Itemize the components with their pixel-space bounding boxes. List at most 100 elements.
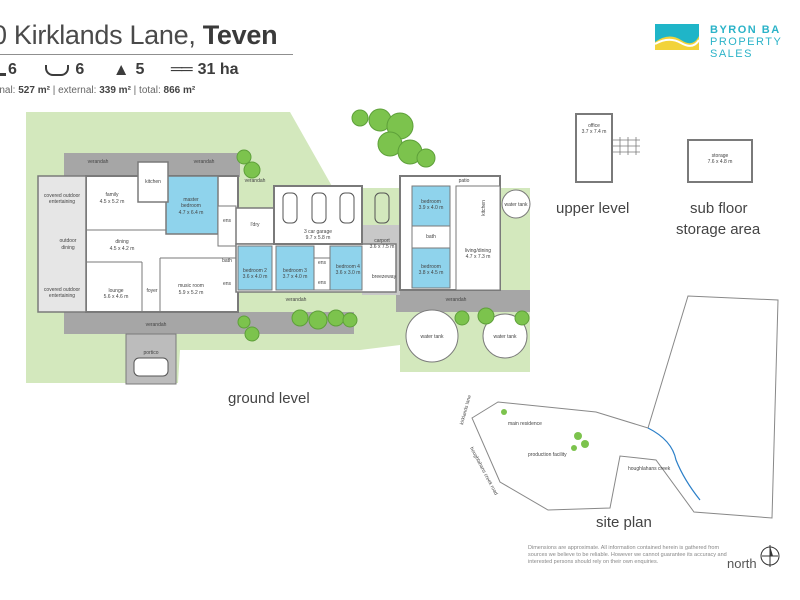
label-office: office — [588, 123, 600, 129]
bedroom-4 — [329, 245, 363, 291]
land-size: 31 ha — [197, 61, 239, 78]
label-ens-bed4: ens — [318, 280, 327, 286]
label-bed3: bedroom 3 — [283, 268, 307, 274]
bed-icon — [0, 65, 6, 76]
label-portico: portico — [143, 350, 158, 356]
label-garage: 3 car garage — [304, 229, 332, 235]
water-tank-1 — [501, 189, 531, 219]
storage-plan — [687, 139, 753, 183]
label-master2: bedroom — [181, 203, 201, 209]
creek-line — [647, 427, 701, 501]
storage-area-label: storage area — [676, 221, 761, 238]
label-ens-master: ens — [223, 218, 232, 224]
bath-icon — [45, 64, 70, 76]
disclaimer-text: Dimensions are approximate. All informat… — [528, 545, 727, 565]
label-outdoor-a: outdoor — [60, 238, 77, 244]
label-covered-1a: covered outdoor — [44, 193, 80, 199]
label-ens-bed3: ens — [318, 260, 327, 266]
living-dining — [455, 185, 501, 291]
label-dining-size: 4.5 x 4.2 m — [110, 246, 135, 252]
bedroom-3 — [275, 245, 315, 291]
label-bed5-size: 3.9 x 4.0 m — [419, 205, 444, 211]
label-master-size: 4.7 x 6.4 m — [179, 210, 204, 216]
label-road-1: kirklands lane — [459, 394, 473, 425]
car-icon: ▲ — [112, 60, 130, 79]
ensuite-master — [217, 205, 237, 247]
label-storage: storage — [712, 153, 729, 159]
water-tank-3 — [482, 313, 528, 359]
property-stats: 6 6 ▲ 5 ══31 ha — [0, 60, 239, 80]
label-bed5: bedroom — [421, 199, 441, 205]
label-music-size: 5.9 x 5.2 m — [179, 290, 204, 296]
site-trees — [501, 409, 589, 451]
water-tank-2 — [405, 309, 459, 363]
label-verandah-top2: verandah — [194, 159, 215, 165]
label-kitchen: kitchen — [145, 179, 161, 185]
label-lounge-size: 5.6 x 4.6 m — [104, 294, 129, 300]
title-divider — [0, 54, 293, 55]
label-kitchen-east: kitchen — [481, 200, 487, 216]
label-laundry: l'dry — [250, 222, 260, 228]
label-bed3-size: 3.7 x 4.0 m — [283, 274, 308, 280]
wave-icon — [654, 36, 700, 50]
label-tank-3: water tank — [493, 334, 517, 340]
label-bath-east: bath — [426, 234, 436, 240]
sub-floor-label: sub floor — [690, 200, 748, 217]
office-stairs — [612, 137, 640, 155]
trees — [236, 108, 530, 342]
ground-level-label: ground level — [228, 390, 310, 407]
label-covered-2a: covered outdoor — [44, 287, 80, 293]
label-master: master — [183, 197, 199, 203]
label-living-size: 4.7 x 7.3 m — [466, 254, 491, 260]
label-bed2: bedroom 2 — [243, 268, 267, 274]
label-family-size: 4.5 x 5.2 m — [100, 199, 125, 205]
site-plan-label: site plan — [596, 514, 652, 531]
label-creek: houghlahans creek — [628, 466, 671, 472]
upper-level-label: upper level — [556, 200, 630, 217]
label-tank-1: water tank — [504, 202, 528, 208]
label-lounge: lounge — [108, 288, 123, 294]
label-storage-size: 7.6 x 4.8 m — [708, 159, 733, 165]
bedroom-2 — [237, 245, 273, 291]
bath-count: 6 — [75, 61, 85, 78]
label-bed6-size: 3.8 x 4.5 m — [419, 270, 444, 276]
fence-icon: ══ — [170, 61, 193, 78]
office-plan — [575, 113, 613, 183]
label-office-size: 3.7 x 7.4 m — [582, 129, 607, 135]
garage — [273, 185, 363, 245]
label-outdoor-b: dining — [61, 245, 75, 251]
label-production: production facility — [528, 452, 567, 458]
ensuite-bed4 — [313, 257, 331, 291]
label-verandah-east: verandah — [446, 297, 467, 303]
bed-count: 6 — [8, 61, 17, 78]
label-carport: carport — [374, 238, 390, 244]
label-bed6: bedroom — [421, 264, 441, 270]
label-bed2-size: 3.6 x 4.0 m — [243, 274, 268, 280]
north-arrow-icon — [760, 545, 780, 567]
garage-cars — [282, 192, 390, 224]
label-dining: dining — [115, 239, 129, 245]
label-tank-2: water tank — [420, 334, 444, 340]
site-boundary — [471, 295, 779, 519]
verandah-east — [396, 290, 530, 312]
verandah-bottom — [64, 312, 354, 334]
label-breezeway: breezeway — [372, 274, 397, 280]
master-bedroom — [165, 175, 219, 235]
label-patio: patio — [459, 178, 470, 184]
label-bed4: bedroom 4 — [336, 264, 360, 270]
floor-areas: rnal: 527 m² | external: 339 m² | total:… — [0, 85, 196, 96]
car-count: 5 — [135, 61, 145, 78]
label-bed4-size: 3.6 x 3.0 m — [336, 270, 361, 276]
north-label: north — [727, 556, 757, 571]
label-verandah-south: verandah — [146, 322, 167, 328]
bath-east — [411, 225, 451, 249]
label-garage-size: 9.7 x 5.8 m — [306, 235, 331, 241]
label-living: living/dining — [465, 248, 491, 254]
label-carport-size: 3.6 x 7.5 m — [370, 244, 395, 250]
label-ens-west: ens — [223, 281, 232, 287]
label-music: music room — [178, 283, 204, 289]
label-foyer: foyer — [146, 288, 157, 294]
label-bath-west: bath — [222, 258, 232, 264]
bedroom-5 — [411, 185, 451, 227]
